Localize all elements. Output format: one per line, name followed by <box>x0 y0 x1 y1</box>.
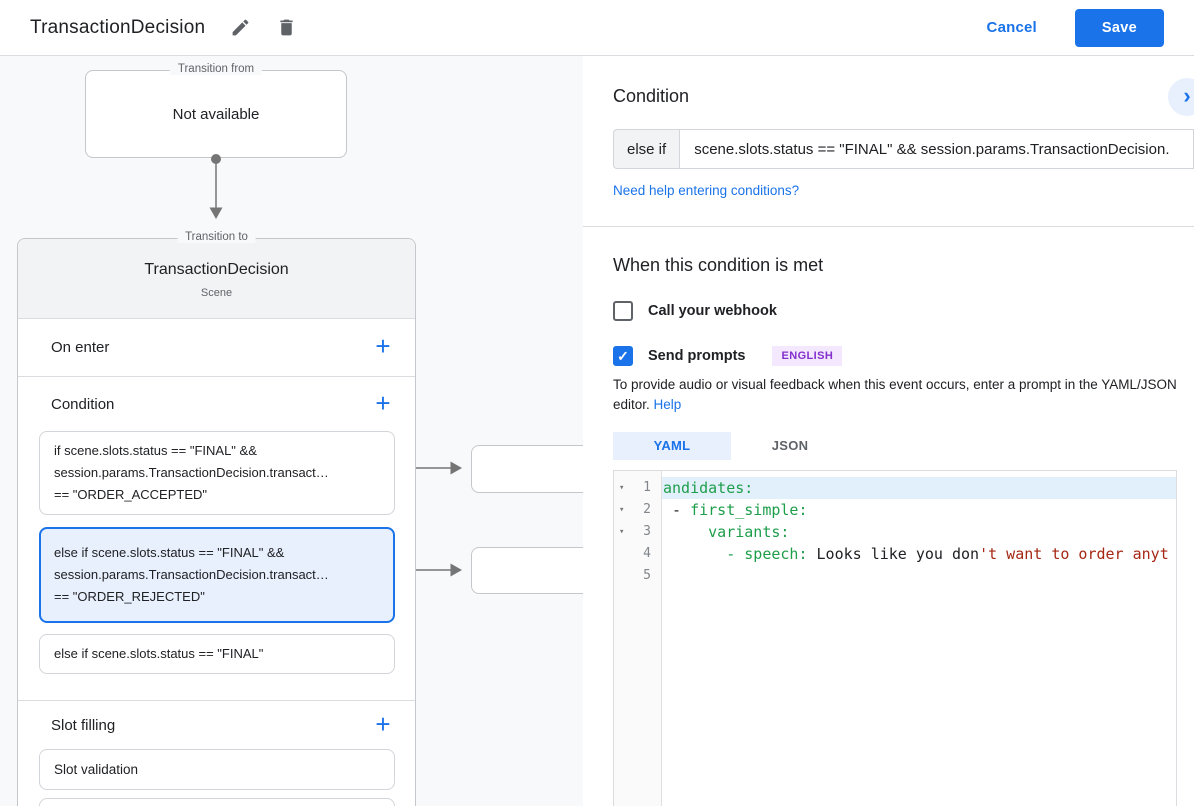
conditions-help-link[interactable]: Need help entering conditions? <box>613 183 800 198</box>
gutter-row: 5 <box>614 565 661 587</box>
panel-divider <box>583 226 1194 227</box>
condition-item-accepted[interactable]: if scene.slots.status == "FINAL" && sess… <box>39 431 395 515</box>
condition-prefix: else if <box>613 129 680 169</box>
webhook-checkbox[interactable] <box>613 301 633 321</box>
code-editor: ▾1 ▾2 ▾3 4 5 andidates: - first_simple: … <box>613 469 1177 806</box>
condition-label: Condition <box>51 395 115 413</box>
main-content: Transition from Not available Transition… <box>0 56 1194 806</box>
scene-card: Transition to TransactionDecision Scene … <box>17 231 416 806</box>
save-button[interactable]: Save <box>1074 8 1164 47</box>
app-bar: TransactionDecision Cancel Save <box>0 0 1194 56</box>
plus-icon: + <box>375 708 391 739</box>
flow-canvas: Transition from Not available Transition… <box>0 56 583 806</box>
line-number: 2 <box>643 501 651 517</box>
section-slot-filling: Slot filling + Slot validation <box>18 701 415 806</box>
on-enter-label: On enter <box>51 339 110 356</box>
scene-subtitle: Scene <box>200 287 233 299</box>
add-condition-button[interactable]: + <box>369 390 397 418</box>
code-line[interactable]: - speech: Looks like you don't want to o… <box>726 544 1169 563</box>
gutter-row: ▾1 <box>614 477 661 499</box>
slot-item-partial[interactable] <box>39 798 395 806</box>
trash-icon <box>276 17 297 38</box>
condition-item-final[interactable]: else if scene.slots.status == "FINAL" <box>39 634 395 674</box>
send-prompts-label: Send prompts <box>648 348 746 364</box>
fold-arrow-icon[interactable]: ▾ <box>619 526 625 537</box>
code-area[interactable]: andidates: - first_simple: variants: - s… <box>662 471 1176 806</box>
prompt-note-text: To provide audio or visual feedback when… <box>613 377 1177 413</box>
condition-input-row: else if <box>613 129 1194 169</box>
transition-from-value: Not available <box>172 105 260 123</box>
panel-heading: Condition <box>613 86 690 106</box>
transition-to-legend: Transition to <box>177 231 256 243</box>
code-line[interactable]: variants: <box>708 522 790 541</box>
add-slot-button[interactable]: + <box>369 711 397 739</box>
section-condition: Condition + if scene.slots.status == "FI… <box>18 377 415 701</box>
scene-card-header: TransactionDecision Scene <box>18 239 415 319</box>
send-prompts-checkbox[interactable]: ✓ <box>613 346 633 366</box>
language-badge: ENGLISH <box>772 346 843 366</box>
tab-yaml[interactable]: YAML <box>613 431 731 460</box>
gutter-row: ▾3 <box>614 521 661 543</box>
cancel-button[interactable]: Cancel <box>986 19 1037 36</box>
slot-filling-label: Slot filling <box>51 716 116 734</box>
gutter-row: ▾2 <box>614 499 661 521</box>
transition-from-node: Transition from Not available <box>85 63 347 158</box>
code-line[interactable] <box>662 565 1176 587</box>
scene-title: TransactionDecision <box>144 261 289 278</box>
plus-icon: + <box>375 387 391 418</box>
condition-target-node-1[interactable] <box>471 445 583 493</box>
fold-arrow-icon[interactable]: ▾ <box>619 482 625 493</box>
edit-title-button[interactable] <box>227 15 253 41</box>
line-number: 4 <box>643 545 651 561</box>
condition-item-rejected-selected[interactable]: else if scene.slots.status == "FINAL" &&… <box>39 527 395 623</box>
webhook-row: Call your webhook <box>613 301 1194 321</box>
condition-panel: › Condition else if Need help entering c… <box>583 56 1194 806</box>
line-number: 1 <box>643 479 651 495</box>
chevron-right-icon: › <box>1183 82 1191 108</box>
pencil-icon <box>230 17 251 38</box>
add-on-enter-button[interactable]: + <box>369 331 397 362</box>
code-line[interactable]: andidates: <box>662 476 1176 499</box>
plus-icon: + <box>375 331 391 361</box>
editor-gutter: ▾1 ▾2 ▾3 4 5 <box>614 470 662 806</box>
delete-scene-button[interactable] <box>273 15 299 41</box>
condition-input[interactable] <box>679 129 1194 169</box>
condition-target-node-2[interactable] <box>471 547 583 594</box>
page-title: TransactionDecision <box>30 16 206 38</box>
slot-validation-item[interactable]: Slot validation <box>39 749 395 790</box>
code-line[interactable]: - first_simple: <box>663 500 808 519</box>
check-icon: ✓ <box>617 347 629 364</box>
tab-json[interactable]: JSON <box>731 432 849 460</box>
collapse-panel-button[interactable]: › <box>1168 78 1194 116</box>
gutter-row: 4 <box>614 543 661 565</box>
editor-tabs: YAML JSON <box>613 431 1177 460</box>
fold-arrow-icon[interactable]: ▾ <box>619 504 625 515</box>
section-on-enter: On enter + <box>18 319 415 377</box>
send-prompts-row: ✓ Send prompts ENGLISH <box>613 346 1194 366</box>
line-number: 5 <box>643 567 651 583</box>
line-number: 3 <box>643 523 651 539</box>
when-met-heading: When this condition is met <box>613 255 824 275</box>
prompt-note: To provide audio or visual feedback when… <box>613 375 1177 416</box>
transition-from-legend: Transition from <box>169 63 263 75</box>
webhook-label: Call your webhook <box>648 303 777 319</box>
help-link[interactable]: Help <box>653 397 682 413</box>
